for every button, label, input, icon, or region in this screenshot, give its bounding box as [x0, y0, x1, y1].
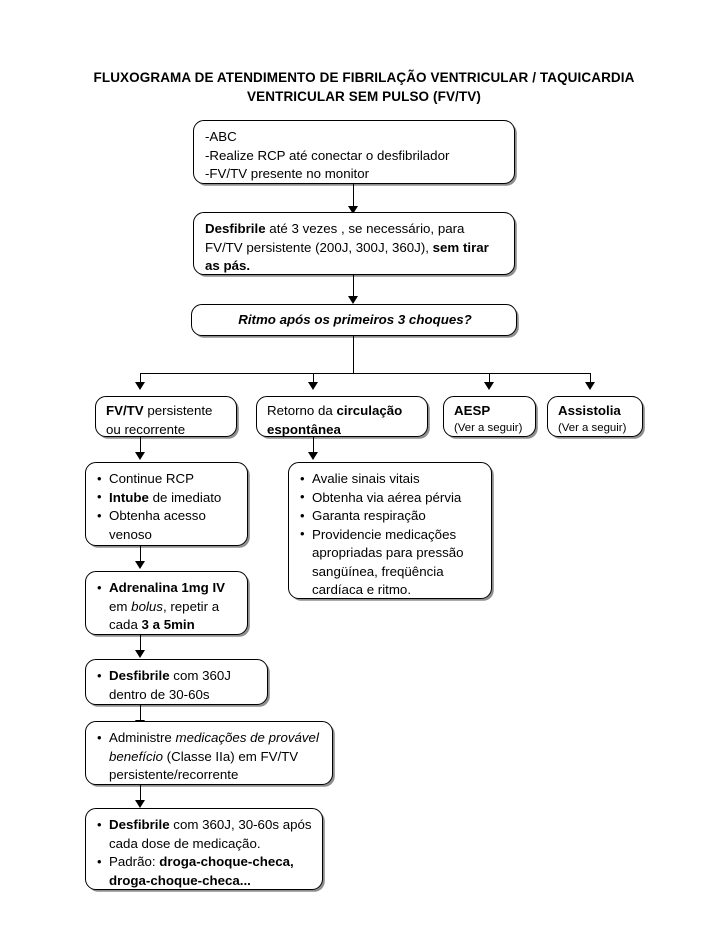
list-item: Desfibrile com 360J dentro de 30-60s [97, 667, 257, 704]
node-aesp: AESP (Ver a seguir) [443, 396, 536, 437]
node-padrao-list: Desfibrile com 360J, 30-60s após cada do… [97, 816, 312, 890]
node-administre-plain-1: Administre [109, 730, 176, 745]
arrow-abc-to-desfibrile [348, 206, 359, 214]
connector-fvtv-to-rcp [140, 437, 142, 454]
branch-stem-retorno [313, 373, 315, 384]
arrow-fvtv-to-rcp [135, 452, 146, 460]
node-retorno-bold: circulação espontânea [267, 403, 403, 437]
node-desfibrile-3x-text: Desfibrile até 3 vezes , se necessário, … [205, 221, 489, 273]
node-fvtv-plain: persistente ou recorrente [106, 403, 213, 437]
node-abc: -ABC -Realize RCP até conectar o desfibr… [193, 120, 515, 184]
node-sinais-vitais: Avalie sinais vitais Obtenha via aérea p… [288, 462, 492, 599]
page-title-line-2: VENTRICULAR SEM PULSO (FV/TV) [247, 89, 481, 104]
connector-administre-to-padrao [140, 785, 142, 802]
node-retorno-plain: Retorno da [267, 403, 337, 418]
list-item: Providencie medicações apropriadas para … [300, 525, 481, 600]
node-rcp-item-2-bold: Intube [109, 489, 149, 505]
node-fvtv-bold: FV/TV [106, 403, 144, 418]
list-item: Obtenha via aérea pérvia [300, 488, 481, 508]
node-desfibrile-360-plain: com 360J dentro de 30-60s [109, 668, 231, 702]
node-fvtv-text: FV/TV persistente ou recorrente [106, 403, 212, 437]
node-adrenalina-plain-1: em [109, 598, 132, 614]
node-desfibrile-3x: Desfibrile até 3 vezes , se necessário, … [193, 212, 515, 275]
list-item: Continue RCP [97, 470, 237, 489]
list-item: Avalie sinais vitais [300, 470, 481, 489]
node-rcp-item-1: Continue RCP [109, 471, 194, 486]
arrow-rcp-to-adrenalina [135, 561, 146, 569]
node-adrenalina-plain-2: , repetir a cada [109, 598, 220, 633]
node-abc-line-1: -ABC [205, 129, 237, 144]
node-padrao-plain-2: Padrão: [109, 854, 160, 869]
arrow-administre-to-padrao [135, 800, 146, 808]
node-desfibrile-3x-bold-1: Desfibrile [205, 221, 266, 236]
page-title: FLUXOGRAMA DE ATENDIMENTO DE FIBRILAÇÃO … [64, 68, 664, 106]
arrow-branch-assistolia [585, 382, 596, 390]
list-item: Obtenha acesso venoso [97, 507, 237, 544]
node-desfibrile-360: Desfibrile com 360J dentro de 30-60s [85, 659, 268, 705]
node-rcp-item-2-plain: de imediato [148, 489, 222, 505]
arrow-branch-retorno [308, 382, 319, 390]
node-adrenalina-list: Adrenalina 1mg IV em bolus, repetir a ca… [97, 579, 237, 635]
node-desfibrile-360-bold: Desfibrile [109, 668, 170, 683]
node-padrao-plain-1: com 360J, 30-60s após cada dose de medic… [109, 817, 312, 851]
node-administre-list: Administre medicações de provável benefí… [97, 729, 322, 785]
arrow-adrenalina-to-desfibrile360 [135, 650, 146, 658]
node-sinais-vitais-list: Avalie sinais vitais Obtenha via aérea p… [300, 470, 481, 600]
node-adrenalina-italic: bolus [131, 598, 163, 614]
branch-bar [140, 373, 591, 375]
node-desfibrile-3x-plain: até 3 vezes , se necessário, para FV/TV … [205, 221, 465, 255]
list-item: Desfibrile com 360J, 30-60s após cada do… [97, 816, 312, 853]
node-ritmo-decision: Ritmo após os primeiros 3 choques? [191, 304, 517, 336]
node-vitais-item-2: Obtenha via aérea pérvia [312, 489, 462, 505]
node-adrenalina-bold-2: 3 a 5min [141, 617, 195, 632]
connector-desfibrile360-to-administre [140, 705, 142, 722]
node-adrenalina: Adrenalina 1mg IV em bolus, repetir a ca… [85, 571, 248, 635]
arrow-desfibrile-to-ritmo [348, 296, 359, 304]
page-title-line-1: FLUXOGRAMA DE ATENDIMENTO DE FIBRILAÇÃO … [93, 70, 635, 85]
list-item: Garanta respiração [300, 507, 481, 526]
node-assistolia-subtitle: (Ver a seguir) [558, 421, 627, 434]
node-padrao-bold-2: droga-choque-checa, droga-choque-checa..… [109, 854, 294, 888]
branch-trunk [353, 336, 355, 374]
connector-abc-to-desfibrile [353, 184, 355, 208]
list-item: Padrão: droga-choque-checa, droga-choque… [97, 853, 312, 890]
node-retorno-text: Retorno da circulação espontânea [267, 403, 402, 437]
node-desfibrile-3x-bold-2: sem tirar as pás. [205, 239, 489, 274]
node-aesp-title: AESP [454, 403, 491, 418]
connector-rcp-to-adrenalina [140, 546, 142, 563]
node-rcp-item-3: Obtenha acesso venoso [109, 508, 206, 542]
branch-stem-assistolia [590, 373, 592, 384]
node-vitais-item-3: Garanta respiração [312, 508, 426, 523]
node-abc-line-3: -FV/TV presente no monitor [205, 166, 370, 181]
node-assistolia-title: Assistolia [558, 403, 621, 418]
branch-stem-fvtv [140, 373, 142, 384]
node-administre-medicacoes: Administre medicações de provável benefí… [85, 721, 333, 785]
node-assistolia: Assistolia (Ver a seguir) [547, 396, 643, 437]
arrow-retorno-to-vitais [308, 452, 319, 460]
list-item: Administre medicações de provável benefí… [97, 729, 322, 785]
node-vitais-item-4: Providencie medicações apropriadas para … [312, 526, 464, 598]
node-adrenalina-bold-1: Adrenalina 1mg IV [109, 580, 226, 595]
list-item: Adrenalina 1mg IV em bolus, repetir a ca… [97, 579, 237, 635]
node-abc-line-2: -Realize RCP até conectar o desfibrilado… [205, 147, 450, 163]
node-continue-rcp-list: Continue RCP Intube de imediato Obtenha … [97, 470, 237, 544]
node-padrao-bold-1: Desfibrile [109, 817, 170, 832]
list-item: Intube de imediato [97, 488, 237, 508]
node-fvtv-persistente: FV/TV persistente ou recorrente [95, 396, 237, 437]
connector-desfibrile-to-ritmo [353, 275, 355, 298]
node-padrao-droga-choque-checa: Desfibrile com 360J, 30-60s após cada do… [85, 808, 323, 890]
node-ritmo-decision-label: Ritmo após os primeiros 3 choques? [238, 311, 472, 327]
arrow-branch-fvtv [135, 382, 146, 390]
node-desfibrile-360-list: Desfibrile com 360J dentro de 30-60s [97, 667, 257, 704]
connector-adrenalina-to-desfibrile360 [140, 635, 142, 652]
node-administre-italic: medicações de provável benefício [109, 730, 319, 764]
node-continue-rcp: Continue RCP Intube de imediato Obtenha … [85, 462, 248, 546]
arrow-branch-aesp [484, 382, 495, 390]
node-vitais-item-1: Avalie sinais vitais [312, 471, 420, 486]
node-retorno-circulacao: Retorno da circulação espontânea [256, 396, 428, 437]
node-aesp-subtitle: (Ver a seguir) [454, 421, 523, 434]
branch-stem-aesp [489, 373, 491, 384]
node-administre-plain-2: (Classe IIa) em FV/TV persistente/recorr… [109, 748, 299, 783]
connector-retorno-to-vitais [313, 437, 315, 454]
